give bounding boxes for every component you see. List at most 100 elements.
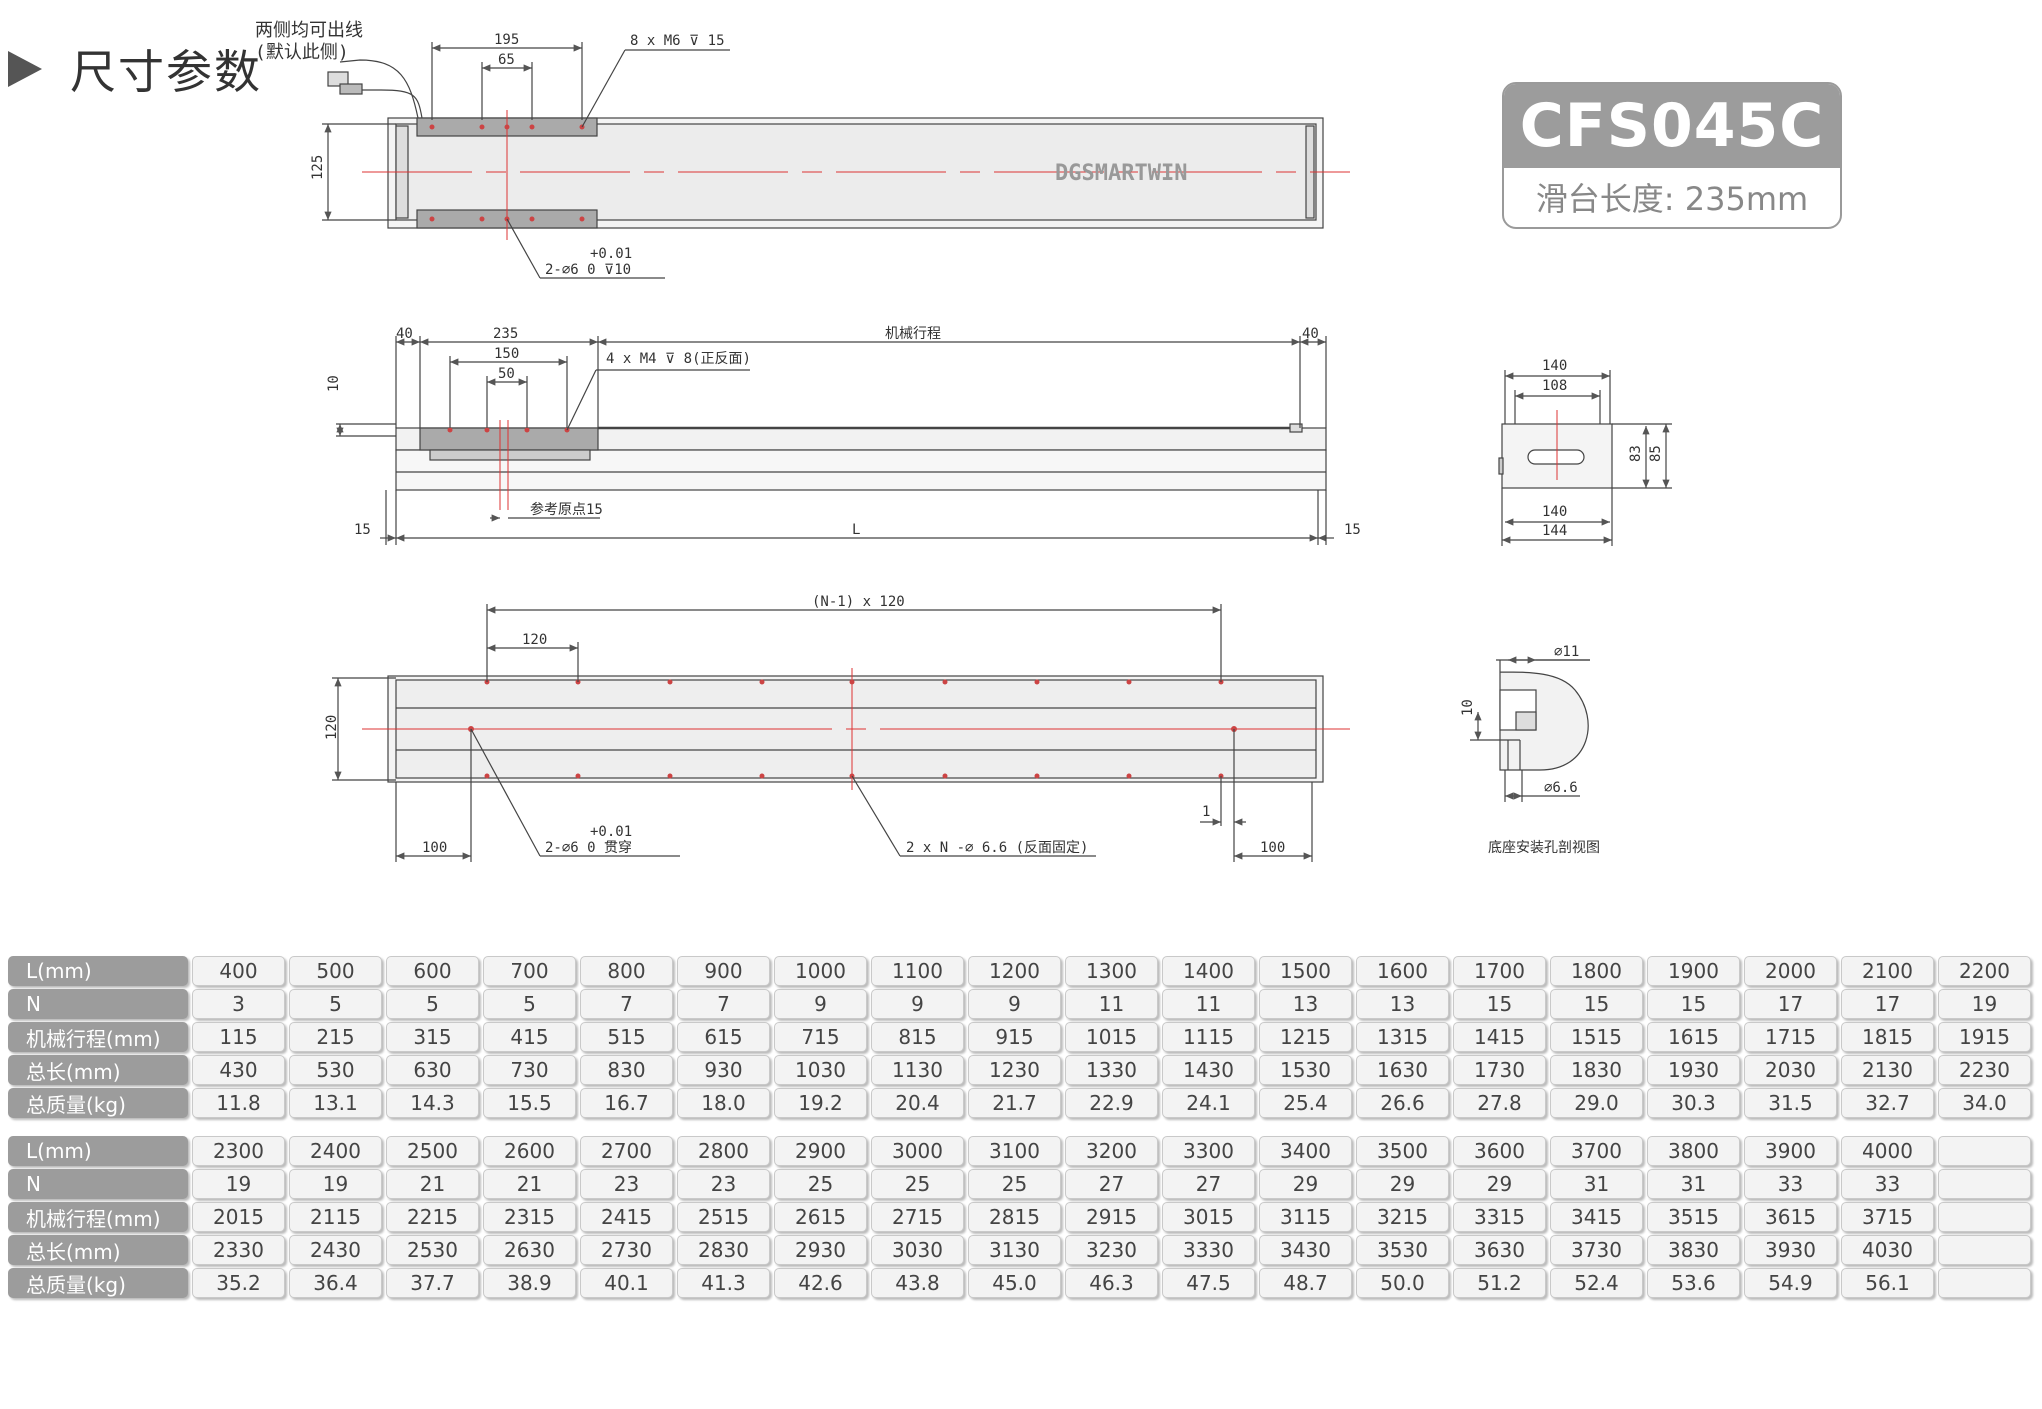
bottom-hole-note: 2-∅6 0 贯穿	[545, 840, 632, 856]
dim-L: L	[852, 522, 860, 538]
table-cell: 2530	[386, 1235, 479, 1265]
table-cell: 1000	[774, 956, 867, 986]
dia-11: ∅11	[1554, 644, 1579, 660]
table-cell: 11	[1065, 989, 1158, 1019]
table-cell: 13	[1259, 989, 1352, 1019]
table-cell: 1915	[1938, 1022, 2031, 1052]
brand-logo: DGSMARTWIN	[1055, 161, 1187, 186]
cable-note-2: (默认此侧)	[255, 42, 349, 63]
table-cell: 3215	[1356, 1202, 1449, 1232]
table-cell: 2130	[1841, 1055, 1934, 1085]
row-header: N	[8, 1169, 188, 1199]
top-thread-note: 8 x M6 ⊽ 15	[630, 33, 725, 49]
table-cell: 29.0	[1550, 1088, 1643, 1118]
row-header: L(mm)	[8, 1136, 188, 1166]
origin-note: 参考原点15	[530, 501, 603, 518]
table-cell: 730	[483, 1055, 576, 1085]
table-cell: 1300	[1065, 956, 1158, 986]
table-cell: 830	[580, 1055, 673, 1085]
table-cell: 48.7	[1259, 1268, 1352, 1298]
table-cell: 1730	[1453, 1055, 1546, 1085]
section-heading: 尺寸参数	[8, 36, 262, 102]
table-cell: 15	[1453, 989, 1546, 1019]
table-cell: 2715	[871, 1202, 964, 1232]
row-header: 机械行程(mm)	[8, 1022, 188, 1052]
table-cell: 1815	[1841, 1022, 1934, 1052]
table-cell: 13	[1356, 989, 1449, 1019]
table-cell: 36.4	[289, 1268, 382, 1298]
table-cell: 25.4	[1259, 1088, 1352, 1118]
table-cell: 23	[677, 1169, 770, 1199]
table-cell: 4030	[1841, 1235, 1934, 1265]
table-cell: 2900	[774, 1136, 867, 1166]
table-cell: 700	[483, 956, 576, 986]
table-cell: 2230	[1938, 1055, 2031, 1085]
table-cell: 1430	[1162, 1055, 1255, 1085]
table-cell: 31	[1550, 1169, 1643, 1199]
table-cell: 25	[774, 1169, 867, 1199]
table-cell	[1938, 1202, 2031, 1232]
table-cell: 2615	[774, 1202, 867, 1232]
table-cell: 2700	[580, 1136, 673, 1166]
table-cell: 3430	[1259, 1235, 1352, 1265]
table-cell	[1938, 1268, 2031, 1298]
table-cell: 2500	[386, 1136, 479, 1166]
table-cell: 9	[774, 989, 867, 1019]
table-cell: 2730	[580, 1235, 673, 1265]
table-cell: 7	[580, 989, 673, 1019]
table-cell: 1415	[1453, 1022, 1546, 1052]
table-cell: 2100	[1841, 956, 1934, 986]
table-cell: 115	[192, 1022, 285, 1052]
table-cell: 15.5	[483, 1088, 576, 1118]
row-header: 机械行程(mm)	[8, 1202, 188, 1232]
table-cell: 34.0	[1938, 1088, 2031, 1118]
bottom-tolerance: +0.01	[590, 824, 632, 840]
table-cell: 3530	[1356, 1235, 1449, 1265]
row-header: 总长(mm)	[8, 1055, 188, 1085]
row-header: N	[8, 989, 188, 1019]
table-cell: 3100	[968, 1136, 1061, 1166]
table-cell: 530	[289, 1055, 382, 1085]
table-cell: 2115	[289, 1202, 382, 1232]
dim-108: 108	[1542, 378, 1567, 394]
table-cell	[1938, 1169, 2031, 1199]
dim-125: 125	[310, 155, 326, 180]
pitch-total: (N-1) x 120	[812, 594, 905, 610]
table-cell: 29	[1259, 1169, 1352, 1199]
table-cell: 21	[483, 1169, 576, 1199]
dim-144: 144	[1542, 523, 1567, 539]
table-cell: 1700	[1453, 956, 1546, 986]
table-cell: 33	[1744, 1169, 1837, 1199]
stroke-label: 机械行程	[885, 326, 941, 342]
pitch-120: 120	[522, 632, 547, 648]
table-cell: 2015	[192, 1202, 285, 1232]
table-cell: 3600	[1453, 1136, 1546, 1166]
table-cell: 600	[386, 956, 479, 986]
table-cell: 31	[1647, 1169, 1740, 1199]
dim-140-bot: 140	[1542, 504, 1567, 520]
table-cell: 30.3	[1647, 1088, 1740, 1118]
table-cell: 2000	[1744, 956, 1837, 986]
dia-6-6: ∅6.6	[1544, 780, 1578, 796]
table-cell: 17	[1744, 989, 1837, 1019]
table-cell: 1630	[1356, 1055, 1449, 1085]
table-cell: 29	[1453, 1169, 1546, 1199]
table-cell: 43.8	[871, 1268, 964, 1298]
table-cell: 26.6	[1356, 1088, 1449, 1118]
table-cell: 3030	[871, 1235, 964, 1265]
table-cell: 2200	[1938, 956, 2031, 986]
table-cell: 1930	[1647, 1055, 1740, 1085]
table-cell: 1800	[1550, 956, 1643, 986]
table-cell: 25	[968, 1169, 1061, 1199]
table-cell: 2300	[192, 1136, 285, 1166]
table-cell: 3515	[1647, 1202, 1740, 1232]
dim-85: 85	[1648, 445, 1664, 462]
row-header: L(mm)	[8, 956, 188, 986]
table-cell: 2315	[483, 1202, 576, 1232]
row-header: 总长(mm)	[8, 1235, 188, 1265]
table-cell: 3	[192, 989, 285, 1019]
table-cell: 400	[192, 956, 285, 986]
table-cell: 4000	[1841, 1136, 1934, 1166]
